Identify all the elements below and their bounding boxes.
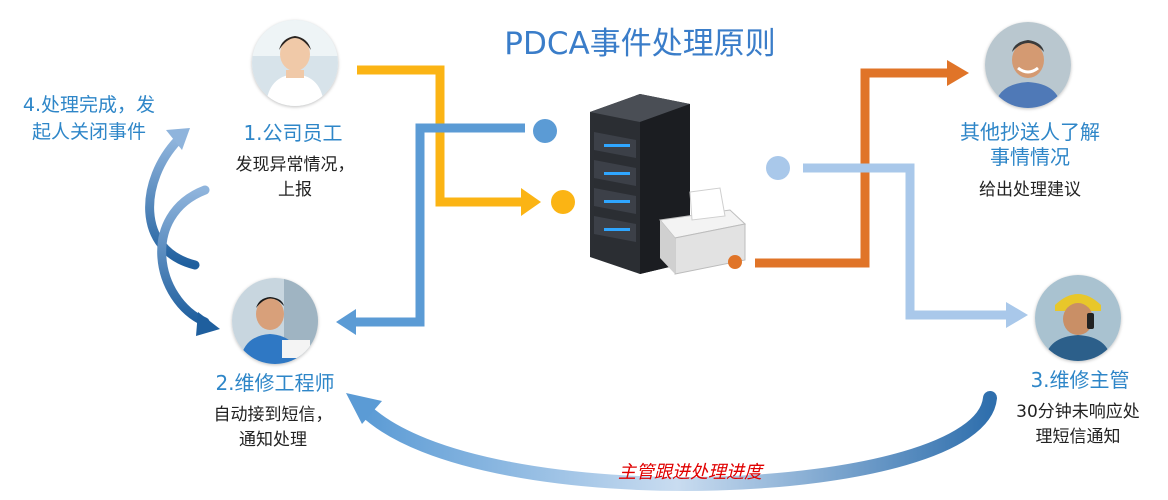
close-loop-curves [145, 128, 220, 336]
supervisor-description: 30分钟未响应处 理短信通知 [1016, 402, 1140, 447]
report-arrow [357, 65, 575, 216]
notify-arrow [336, 119, 557, 335]
manager-photo [985, 22, 1071, 108]
engineer-description: 自动接到短信， 通知处理 [213, 405, 333, 450]
cc-role-line2: 事情情况 [990, 145, 1070, 169]
cc-description: 给出处理建议 [979, 180, 1081, 200]
engineer-role: 2.维修工程师 [215, 371, 335, 395]
engineer-photo [232, 278, 318, 364]
employee-description: 发现异常情况， 上报 [235, 155, 355, 200]
page-title: PDCA事件处理原则 [504, 26, 776, 62]
escalate-arrow [766, 156, 1028, 328]
employee-photo [252, 20, 338, 106]
server-icon [580, 92, 755, 277]
supervisor-role: 3.维修主管 [1030, 368, 1130, 392]
follow-up-label: 主管跟进处理进度 [618, 462, 762, 483]
employee-role: 1.公司员工 [243, 121, 343, 145]
close-event-note: 4.处理完成，发 起人关闭事件 [22, 94, 156, 143]
follow-up-curve [346, 391, 997, 491]
cc-role-line1: 其他抄送人了解 [960, 120, 1100, 144]
supervisor-photo [1035, 275, 1121, 361]
